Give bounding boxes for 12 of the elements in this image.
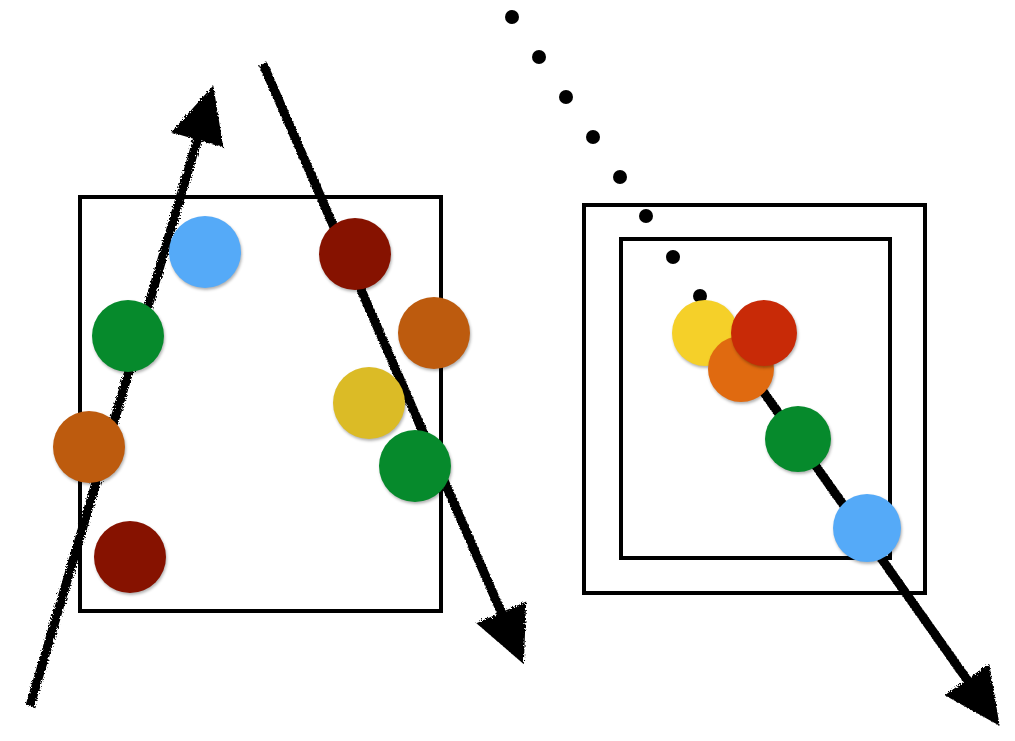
dot xyxy=(731,300,797,366)
dot xyxy=(92,300,164,372)
dot xyxy=(398,297,470,369)
dot xyxy=(833,494,901,562)
dot xyxy=(169,216,241,288)
dot xyxy=(53,411,125,483)
dot xyxy=(333,367,405,439)
dot xyxy=(319,218,391,290)
rectangle-frame xyxy=(582,203,927,595)
dot xyxy=(94,521,166,593)
dot xyxy=(379,430,451,502)
dot xyxy=(765,406,831,472)
